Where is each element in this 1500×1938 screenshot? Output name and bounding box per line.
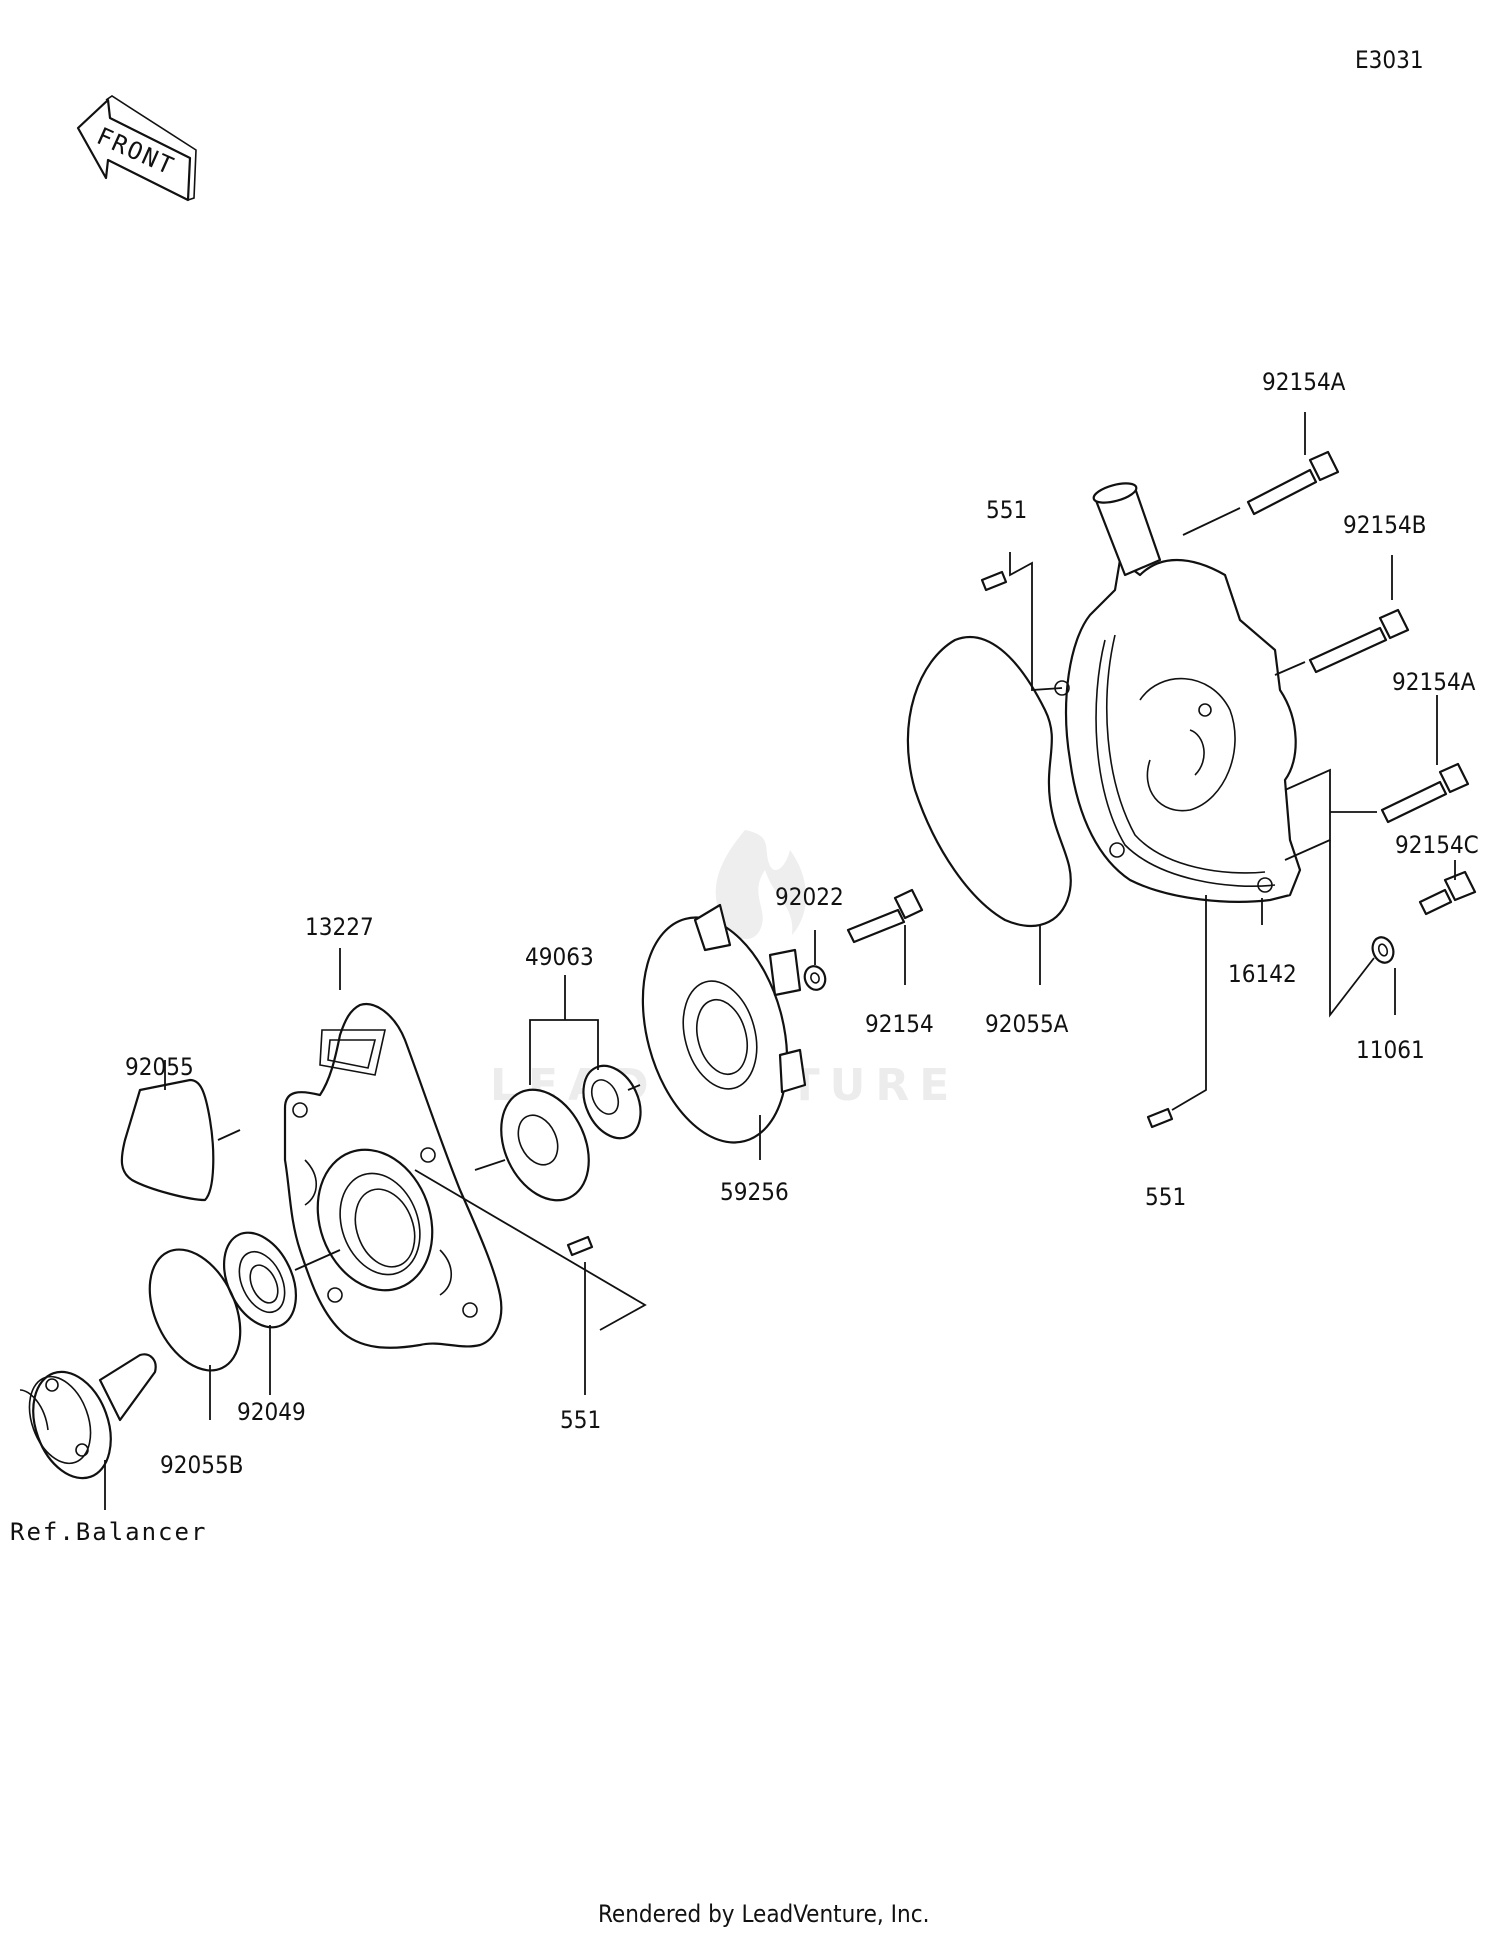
- bolt-92154A-mid: [1380, 762, 1470, 824]
- footer-credit: Rendered by LeadVenture, Inc.: [598, 1900, 929, 1928]
- label-551-right: 551: [1145, 1183, 1186, 1211]
- balancer-shaft: [19, 1353, 157, 1480]
- label-59256: 59256: [720, 1178, 789, 1206]
- label-92055B: 92055B: [160, 1451, 243, 1479]
- dowel-pin-551-top: [980, 570, 1008, 592]
- o-ring-92055B: [148, 1248, 242, 1372]
- diagram-code: E3031: [1355, 46, 1424, 74]
- label-11061: 11061: [1356, 1036, 1425, 1064]
- front-arrow-icon: FRONT: [76, 95, 197, 202]
- label-92154: 92154: [865, 1010, 934, 1038]
- bolt-92154B: [1308, 608, 1410, 674]
- label-92154B: 92154B: [1343, 511, 1426, 539]
- label-92022: 92022: [775, 883, 844, 911]
- label-92055: 92055: [125, 1053, 194, 1081]
- impeller-59256: [641, 903, 807, 1144]
- seal-49063-large: [500, 1088, 590, 1202]
- bolt-92154A-top: [1246, 450, 1340, 516]
- label-92055A: 92055A: [985, 1010, 1069, 1038]
- seal-49063-small: [582, 1064, 642, 1140]
- washer-11061: [1371, 936, 1395, 964]
- label-92154C: 92154C: [1395, 831, 1479, 859]
- label-49063: 49063: [525, 943, 594, 971]
- label-551-top: 551: [986, 496, 1027, 524]
- washer-92022: [803, 965, 827, 991]
- o-ring-92055: [120, 1078, 215, 1202]
- pump-cover-16142: [1054, 482, 1302, 903]
- leader-lines: [104, 412, 1456, 1510]
- label-16142: 16142: [1228, 960, 1297, 988]
- bolt-92154: [846, 888, 924, 944]
- o-ring-92055A: [906, 635, 1072, 927]
- label-551-left: 551: [560, 1406, 601, 1434]
- bolt-92154C: [1418, 870, 1477, 916]
- oil-seal-92049: [223, 1231, 297, 1329]
- label-92154A-top: 92154A: [1262, 368, 1346, 396]
- housing-13227: [283, 1002, 503, 1349]
- label-92049: 92049: [237, 1398, 306, 1426]
- dowel-pin-551-left: [566, 1235, 594, 1257]
- dowel-pin-551-right: [1146, 1107, 1174, 1129]
- label-92154A-mid: 92154A: [1392, 668, 1476, 696]
- reference-label: Ref.Balancer: [10, 1518, 207, 1546]
- label-13227: 13227: [305, 913, 374, 941]
